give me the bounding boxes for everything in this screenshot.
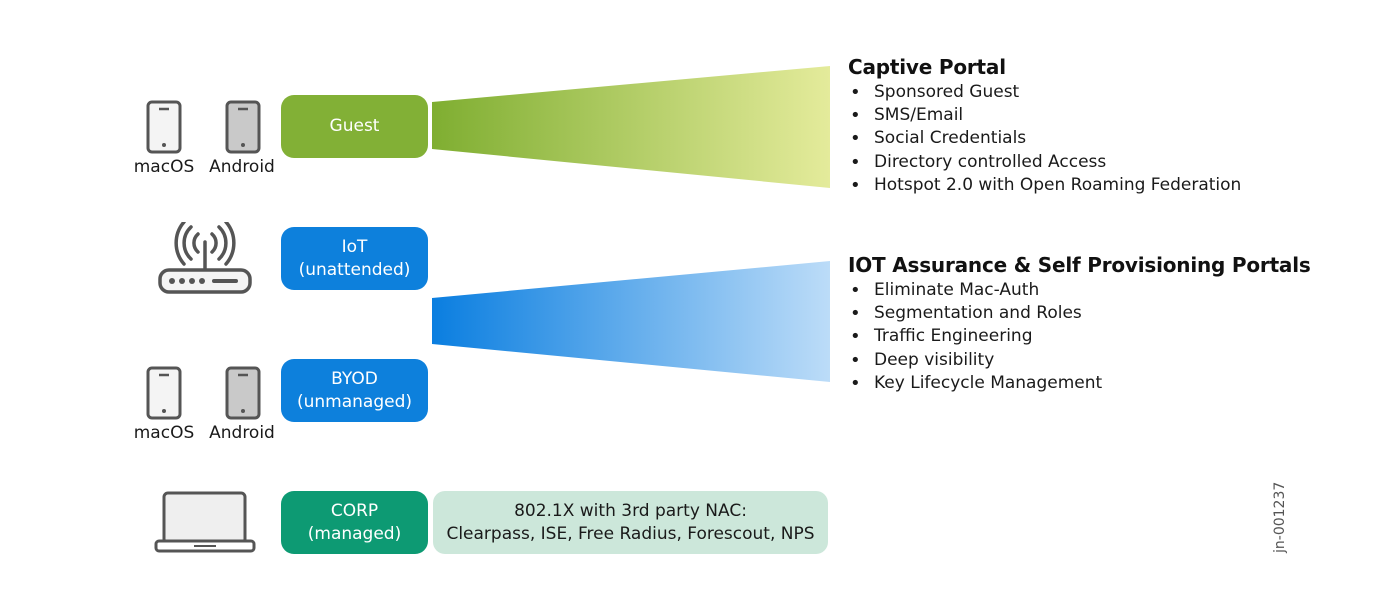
iot-byod-wedge (432, 261, 830, 382)
laptop-icon (154, 491, 256, 553)
corp-segment: CORP (managed) (281, 491, 428, 554)
iot-assurance-item: Key Lifecycle Management (848, 372, 1311, 395)
captive-portal-item: Sponsored Guest (848, 81, 1241, 104)
captive-portal-panel: Captive Portal Sponsored Guest SMS/Email… (848, 55, 1241, 197)
iot-assurance-item: Segmentation and Roles (848, 302, 1311, 325)
captive-portal-title: Captive Portal (848, 55, 1006, 79)
nac-line: Clearpass, ISE, Free Radius, Forescout, … (446, 523, 815, 544)
device-label-android: Android (209, 157, 275, 177)
corp-label: CORP (330, 500, 379, 521)
iot-assurance-item: Eliminate Mac-Auth (848, 279, 1311, 302)
guest-wedge (432, 66, 830, 188)
iot-assurance-panel: IOT Assurance & Self Provisioning Portal… (848, 253, 1311, 395)
device-label-android: Android (209, 423, 275, 443)
guest-label: Guest (329, 116, 380, 136)
phone-icon (225, 366, 261, 420)
figure-id: jn-001237 (1272, 481, 1288, 553)
corp-sublabel: (managed) (307, 523, 402, 544)
iot-assurance-title: IOT Assurance & Self Provisioning Portal… (848, 253, 1311, 277)
device-label-macos: macOS (133, 423, 195, 443)
phone-icon (146, 366, 182, 420)
captive-portal-item: Hotspot 2.0 with Open Roaming Federation (848, 174, 1241, 197)
iot-segment: IoT (unattended) (281, 227, 428, 290)
iot-assurance-item: Deep visibility (848, 349, 1311, 372)
iot-label: IoT (341, 236, 368, 257)
captive-portal-item: Social Credentials (848, 127, 1241, 150)
nac-info-box: 802.1X with 3rd party NAC: Clearpass, IS… (433, 491, 828, 554)
guest-segment: Guest (281, 95, 428, 158)
captive-portal-item: SMS/Email (848, 104, 1241, 127)
phone-icon (146, 100, 182, 154)
nac-line: 802.1X with 3rd party NAC: (514, 500, 747, 521)
byod-segment: BYOD (unmanaged) (281, 359, 428, 422)
wifi-router-icon (158, 222, 252, 294)
byod-sublabel: (unmanaged) (296, 391, 413, 412)
captive-portal-item: Directory controlled Access (848, 151, 1241, 174)
iot-sublabel: (unattended) (298, 259, 411, 280)
iot-assurance-item: Traffic Engineering (848, 325, 1311, 348)
byod-label: BYOD (331, 368, 378, 389)
phone-icon (225, 100, 261, 154)
device-label-macos: macOS (133, 157, 195, 177)
